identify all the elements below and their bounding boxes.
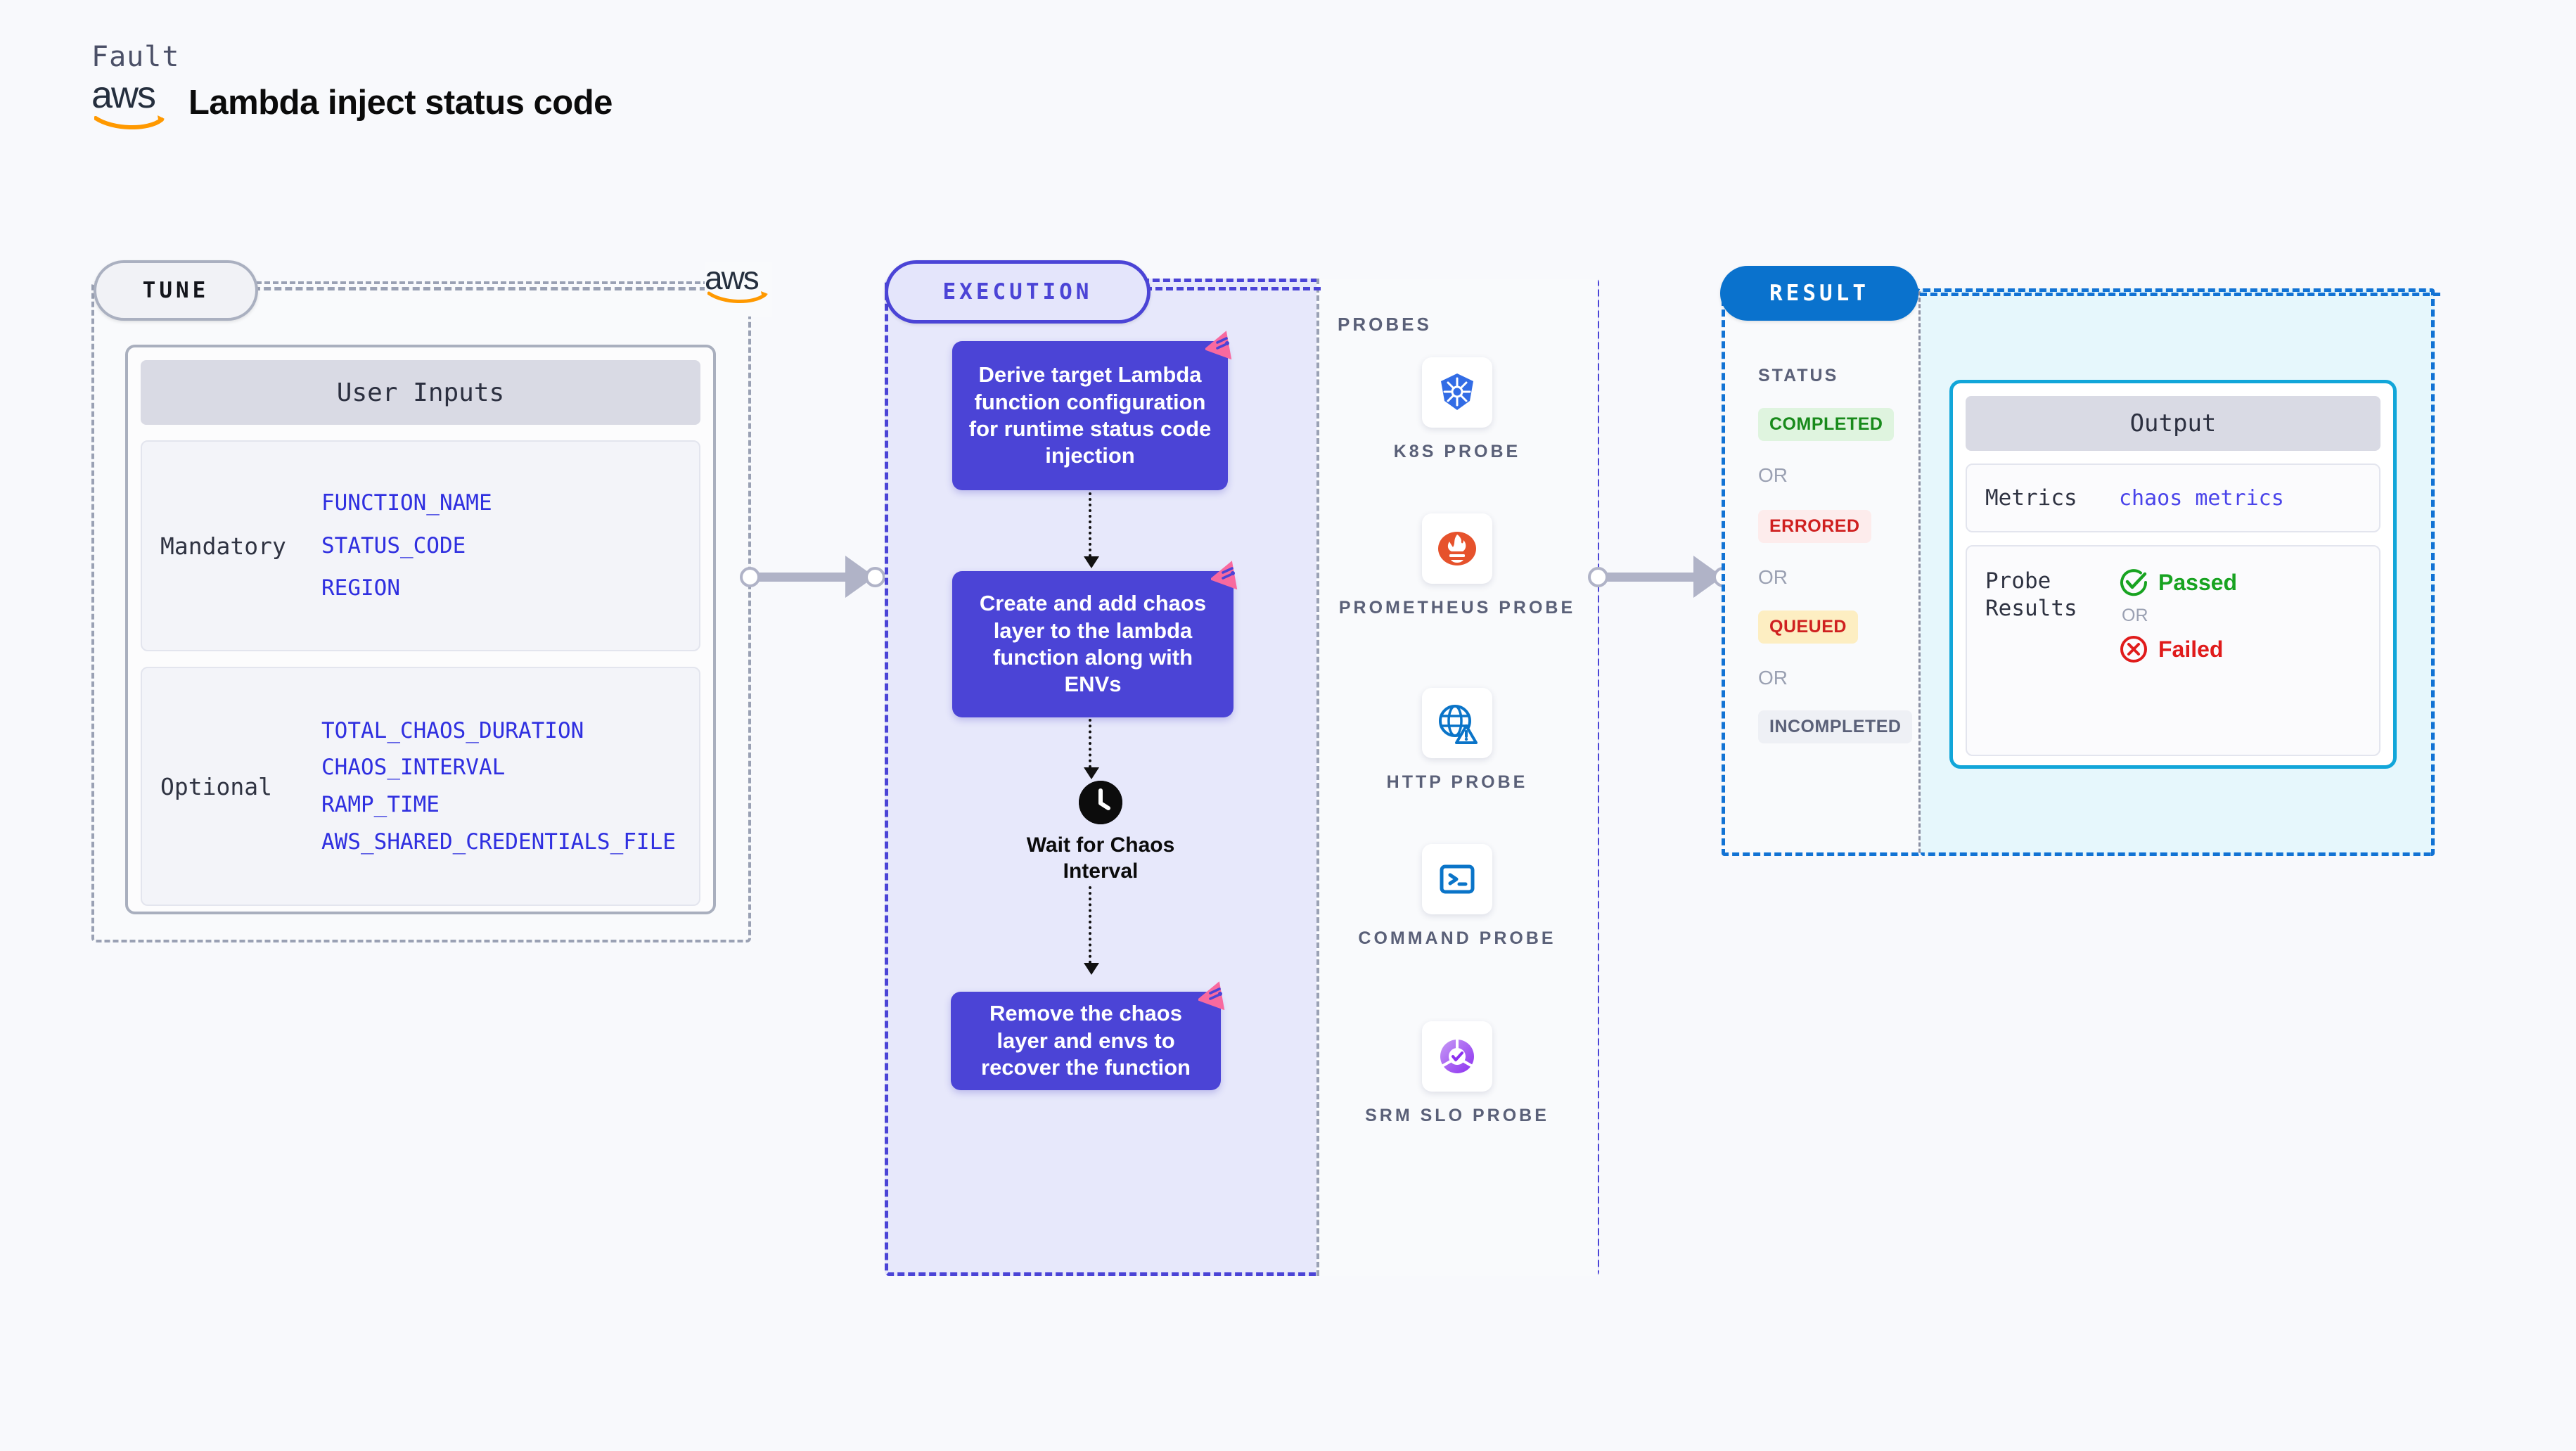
probe-label: SRM SLO PROBE (1365, 1106, 1549, 1125)
input-var: AWS_SHARED_CREDENTIALS_FILE (321, 829, 676, 855)
probe-http[interactable]: HTTP PROBE (1316, 688, 1598, 794)
litmus-chaos-badge-icon (1211, 561, 1238, 589)
probe-results-values: Passed OR Failed (2119, 568, 2237, 664)
status-badge-errored: ERRORED (1758, 510, 1871, 543)
metrics-value: chaos metrics (2119, 485, 2284, 511)
input-var: STATUS_CODE (321, 532, 466, 558)
connector-tune-to-execution (740, 556, 895, 598)
execution-pill[interactable]: EXECUTION (885, 260, 1151, 324)
execution-dashed-connector (1145, 287, 1321, 290)
flow-arrow-2 (1084, 719, 1099, 779)
passed-label: Passed (2158, 569, 2238, 595)
aws-swoosh-icon (94, 115, 165, 129)
output-title: Output (1966, 396, 2380, 451)
litmus-chaos-badge-icon (1198, 981, 1225, 1010)
brand-row: aws Lambda inject status code (91, 76, 613, 129)
probe-result-passed: Passed (2119, 568, 2237, 597)
status-title: STATUS (1758, 366, 1839, 385)
input-var: TOTAL_CHAOS_DURATION (321, 717, 584, 743)
probe-label: HTTP PROBE (1386, 772, 1528, 792)
kubernetes-icon (1422, 357, 1492, 428)
probes-subpanel (1316, 279, 1598, 1276)
or-label: OR (1758, 464, 1788, 486)
wait-for-chaos-interval-node: Wait for Chaos Interval (999, 781, 1203, 884)
clock-icon (1079, 781, 1122, 824)
result-status-panel (1722, 288, 1921, 856)
srm-slo-donut-icon (1422, 1021, 1492, 1092)
tune-aws-swoosh-icon (707, 291, 768, 303)
optional-var-list: TOTAL_CHAOS_DURATION CHAOS_INTERVAL RAMP… (321, 718, 699, 855)
tune-dashed-connector (253, 287, 717, 290)
litmus-chaos-badge-icon (1205, 331, 1232, 359)
flow-arrow-1 (1084, 492, 1099, 568)
probe-results-label: Probe Results (1985, 568, 2077, 621)
probe-result-failed: Failed (2119, 634, 2237, 664)
metrics-row: Metrics chaos metrics (1966, 464, 2380, 532)
input-var: CHAOS_INTERVAL (321, 755, 506, 781)
or-label: OR (1758, 566, 1788, 588)
mandatory-inputs-group: Mandatory FUNCTION_NAME STATUS_CODE REGI… (141, 440, 700, 651)
fault-label: Fault (91, 41, 180, 73)
http-globe-warning-icon (1422, 688, 1492, 758)
execution-step-1: Derive target Lambda function configurat… (952, 331, 1232, 490)
flow-arrow-3 (1084, 886, 1099, 975)
mandatory-label: Mandatory (160, 532, 286, 560)
input-var: RAMP_TIME (321, 792, 440, 817)
or-label: OR (1758, 667, 1788, 689)
wait-node-label: Wait for Chaos Interval (1026, 833, 1175, 883)
x-circle-icon (2120, 636, 2147, 663)
failed-label: Failed (2158, 636, 2224, 662)
or-label: OR (2122, 606, 2148, 625)
probe-command[interactable]: COMMAND PROBE (1316, 844, 1598, 950)
optional-inputs-group: Optional TOTAL_CHAOS_DURATION CHAOS_INTE… (141, 667, 700, 906)
aws-logo-icon: aws (91, 76, 170, 129)
output-card: Output Metrics chaos metrics Probe Resul… (1949, 380, 2397, 769)
terminal-icon (1422, 844, 1492, 914)
probe-label: K8S PROBE (1393, 442, 1521, 461)
prometheus-icon (1422, 513, 1492, 584)
input-var: REGION (321, 575, 400, 601)
optional-label: Optional (160, 772, 272, 800)
probe-srm-slo[interactable]: SRM SLO PROBE (1316, 1021, 1598, 1127)
execution-step-3: Remove the chaos layer and envs to recov… (951, 981, 1225, 1090)
probe-k8s[interactable]: K8S PROBE (1316, 357, 1598, 464)
input-var: FUNCTION_NAME (321, 490, 492, 516)
metrics-label: Metrics (1985, 485, 2077, 511)
page-header: Fault aws Lambda inject status code (91, 41, 613, 129)
probe-prometheus[interactable]: PROMETHEUS PROBE (1316, 513, 1598, 620)
result-dashed-connector (1920, 293, 2440, 296)
execution-step-2: Create and add chaos layer to the lambda… (952, 561, 1238, 717)
user-inputs-title: User Inputs (141, 360, 700, 425)
result-pill[interactable]: RESULT (1720, 266, 1918, 321)
user-inputs-card: User Inputs Mandatory FUNCTION_NAME STAT… (125, 345, 716, 914)
connector-execution-to-result (1588, 556, 1743, 598)
status-badge-queued: QUEUED (1758, 611, 1858, 644)
check-circle-icon (2120, 569, 2148, 596)
probe-label: COMMAND PROBE (1358, 928, 1556, 948)
probe-label: PROMETHEUS PROBE (1338, 598, 1576, 618)
status-badge-incompleted: INCOMPLETED (1758, 710, 1913, 743)
probes-title: PROBES (1338, 314, 1432, 335)
tune-pill[interactable]: TUNE (94, 260, 258, 321)
tune-aws-logo-icon: aws (705, 262, 772, 317)
mandatory-var-list: FUNCTION_NAME STATUS_CODE REGION (321, 490, 699, 601)
probe-results-row: Probe Results Passed OR Failed (1966, 545, 2380, 756)
page-title: Lambda inject status code (188, 84, 613, 122)
status-badge-completed: COMPLETED (1758, 408, 1895, 441)
